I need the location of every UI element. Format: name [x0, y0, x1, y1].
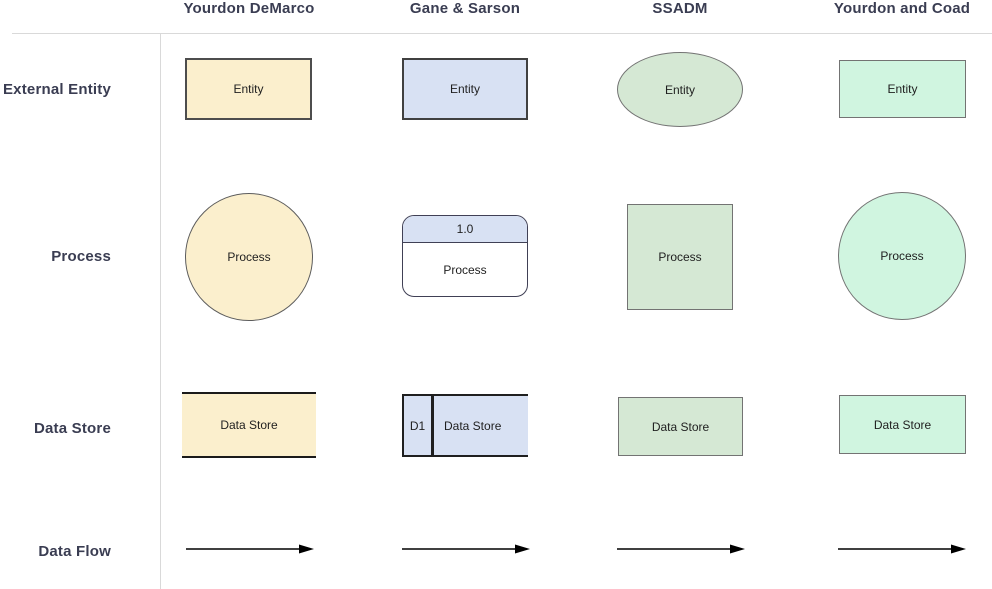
ssadm-data-flow-arrow: [617, 544, 745, 554]
ssadm-entity-label: Entity: [664, 82, 695, 97]
yourdon-demarco-entity-label: Entity: [233, 82, 264, 96]
header-underline: [12, 33, 992, 34]
yourdon-coad-entity-shape: Entity: [839, 60, 966, 118]
gane-sarson-data-store-shape: D1 Data Store: [402, 394, 528, 457]
row-label-process: Process: [51, 248, 111, 265]
yourdon-coad-process-label: Process: [880, 249, 924, 263]
gane-sarson-entity-shape: Entity: [402, 58, 528, 120]
yourdon-demarco-data-flow-arrow: [186, 544, 314, 554]
yourdon-coad-data-flow-arrow: [838, 544, 966, 554]
yourdon-coad-process-shape: Process: [838, 192, 966, 320]
ssadm-process-label: Process: [658, 250, 702, 264]
yourdon-demarco-data-store-shape: Data Store: [182, 392, 316, 458]
gane-sarson-process-label: Process: [443, 262, 487, 277]
yourdon-coad-data-store-label: Data Store: [873, 417, 932, 432]
yourdon-demarco-data-store-label: Data Store: [220, 418, 278, 432]
row-label-external-entity: External Entity: [2, 81, 111, 98]
column-header-gane-sarson: Gane & Sarson: [409, 0, 521, 17]
column-header-yourdon-coad: Yourdon and Coad: [833, 0, 971, 17]
yourdon-coad-data-store-shape: Data Store: [839, 395, 966, 454]
gane-sarson-data-flow-arrow: [402, 544, 530, 554]
ssadm-data-store-label: Data Store: [651, 419, 710, 434]
yourdon-demarco-process-label: Process: [227, 250, 271, 264]
yourdon-coad-entity-label: Entity: [887, 82, 918, 96]
yourdon-demarco-process-shape: Process: [185, 193, 313, 321]
column-header-ssadm: SSADM: [652, 0, 708, 17]
gane-sarson-process-number-band: 1.0: [403, 216, 527, 243]
row-label-divider: [160, 33, 161, 589]
gane-sarson-data-store-label: Data Store: [444, 418, 502, 433]
gane-sarson-entity-label: Entity: [449, 82, 480, 96]
ssadm-process-shape: Process: [627, 204, 733, 310]
gane-sarson-process-shape: 1.0 Process: [402, 215, 528, 297]
column-header-yourdon-demarco: Yourdon DeMarco: [183, 0, 315, 17]
row-label-data-flow: Data Flow: [38, 543, 111, 560]
gane-sarson-data-store-id: D1: [404, 396, 434, 455]
ssadm-data-store-shape: Data Store: [618, 397, 743, 456]
row-label-data-store: Data Store: [33, 420, 111, 437]
ssadm-entity-shape: Entity: [617, 52, 743, 127]
yourdon-demarco-entity-shape: Entity: [185, 58, 312, 120]
